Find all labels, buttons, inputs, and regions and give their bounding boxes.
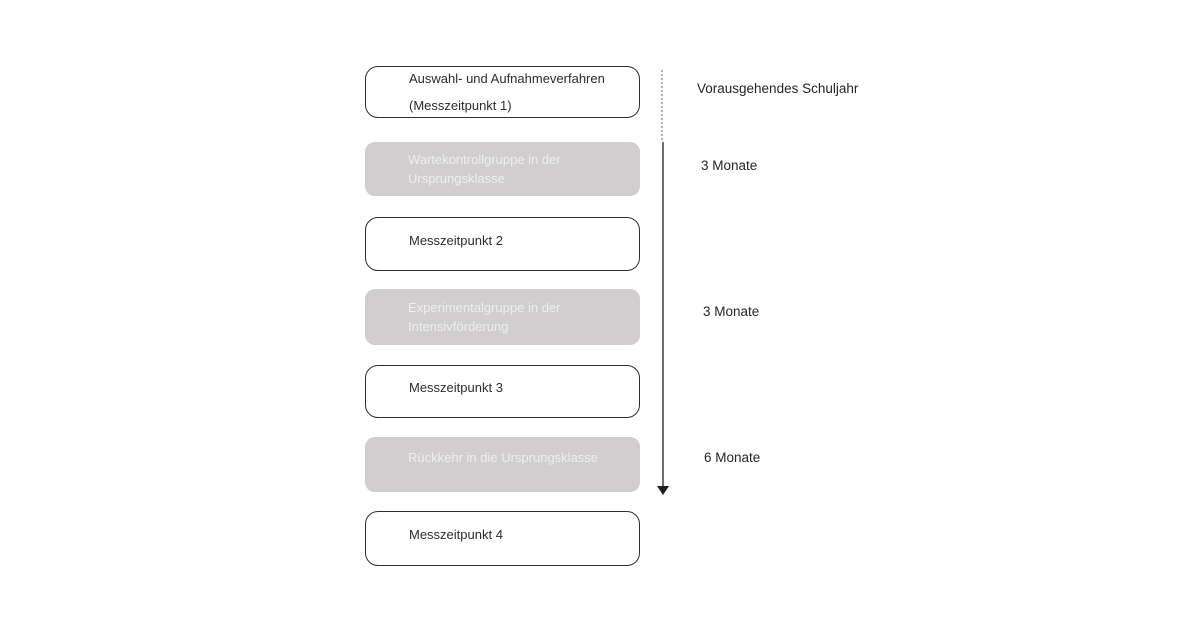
box-label-line: Wartekontrollgruppe in der Ursprungsklas… — [408, 152, 561, 186]
box-label-line: Messzeitpunkt 2 — [409, 232, 503, 248]
box-messzeitpunkt-2: Messzeitpunkt 2 — [365, 217, 640, 271]
box-rueckkehr-ursprungsklasse: Rückkehr in die Ursprungsklasse — [365, 437, 640, 492]
box-wartekontrollgruppe: Wartekontrollgruppe in der Ursprungsklas… — [365, 142, 640, 196]
box-label-line: Rückkehr in die Ursprungsklasse — [408, 450, 599, 465]
timeline-label-vorausgehendes-schuljahr: Vorausgehendes Schuljahr — [697, 81, 859, 96]
timeline-dotted-segment — [661, 70, 663, 140]
box-experimentalgruppe: Experimentalgruppe in der Intensivförder… — [365, 289, 640, 345]
timeline-label-3-monate-1: 3 Monate — [701, 158, 758, 173]
timeline-label-6-monate: 6 Monate — [704, 450, 761, 465]
box-label-line: Messzeitpunkt 4 — [409, 527, 503, 542]
box-label-line: (Messzeitpunkt 1) — [409, 98, 512, 113]
box-messzeitpunkt-4: Messzeitpunkt 4 — [365, 511, 640, 566]
timeline-solid-segment — [662, 142, 664, 488]
timeline-label-3-monate-2: 3 Monate — [703, 304, 760, 319]
box-label-line: Experimentalgruppe in der Intensivförder… — [408, 300, 561, 334]
box-auswahl-und-aufnahmeverfahren: Auswahl- und Aufnahmeverfahren (Messzeit… — [365, 66, 640, 118]
box-label-line: Auswahl- und Aufnahmeverfahren — [409, 71, 605, 86]
box-messzeitpunkt-3: Messzeitpunkt 3 — [365, 365, 640, 418]
arrow-down-icon — [657, 486, 669, 495]
box-label-line: Messzeitpunkt 3 — [409, 380, 503, 395]
